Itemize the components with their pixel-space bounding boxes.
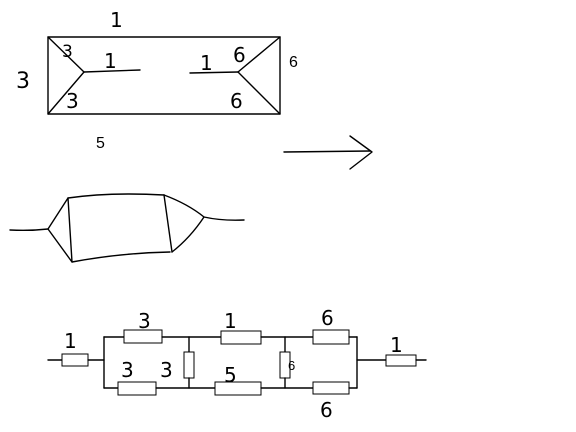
graph-sketch [9, 193, 245, 263]
label-corner-top-right: 6 [233, 43, 246, 67]
label-edge-right: 6 [289, 54, 298, 71]
sketch-left-lead [9, 228, 49, 232]
resistor-upper-right [312, 329, 350, 345]
label-corner-bottom-left: 3 [66, 89, 79, 113]
left-lower-diagonal [47, 71, 85, 115]
label-spur-left: 1 [104, 49, 117, 73]
resistor-left-bridge [183, 351, 195, 379]
left-upper-diagonal [47, 36, 85, 73]
sketch-right-triangle [163, 194, 205, 253]
sketch-left-triangle [47, 197, 73, 263]
resistor-lower-middle [214, 381, 262, 396]
label-left-input: 1 [64, 329, 77, 353]
left-spur [83, 69, 141, 73]
label-corner-top-left: 3 [62, 42, 73, 62]
rectangle-figure: 1 3 6 5 3 3 6 6 1 1 [16, 8, 298, 152]
right-lower-diagonal [237, 71, 281, 115]
arrow-head [349, 135, 373, 170]
label-spur-right: 1 [200, 51, 213, 75]
label-edge-left: 3 [16, 69, 30, 94]
label-edge-bottom: 5 [96, 135, 105, 152]
label-lower-left: 3 [121, 358, 134, 382]
rectangle-outline [47, 36, 281, 115]
right-upper-diagonal [237, 36, 281, 73]
sketch-right-lead [203, 216, 245, 221]
label-right-output: 1 [390, 333, 403, 357]
label-lower-middle: 5 [224, 363, 237, 387]
label-lower-right: 6 [320, 398, 333, 422]
label-upper-left: 3 [138, 309, 151, 333]
label-right-bridge: 6 [288, 358, 295, 373]
resistor-lower-left [117, 381, 157, 396]
resistor-left-input [61, 353, 89, 367]
label-corner-bottom-right: 6 [230, 89, 243, 113]
sketch-bottom-edge [71, 251, 171, 263]
label-edge-top: 1 [110, 8, 123, 32]
resistor-lower-right [312, 381, 350, 395]
label-upper-right: 6 [321, 306, 334, 330]
sketch-top-edge [67, 193, 165, 199]
resistor-circuit: 1 3 1 6 3 3 5 6 6 1 [47, 306, 427, 422]
arrow-shaft [283, 150, 371, 153]
sketch-right-edge [163, 194, 173, 253]
right-spur [189, 71, 239, 74]
label-upper-middle: 1 [224, 309, 237, 333]
right-arrow-icon [283, 135, 373, 170]
label-left-bridge: 3 [160, 358, 173, 382]
